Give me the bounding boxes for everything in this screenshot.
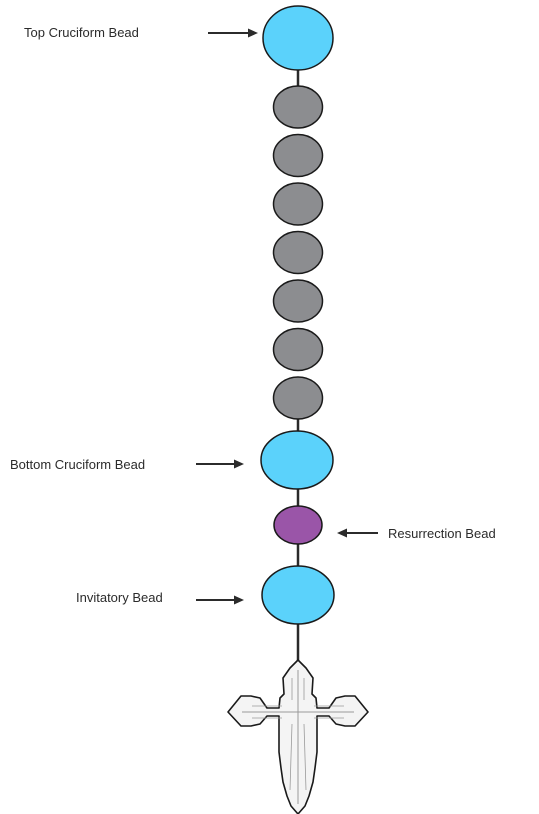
- bottom-cruciform-bead: [260, 430, 334, 490]
- top-cruciform-bead: [262, 5, 334, 71]
- week-bead: [272, 279, 324, 323]
- bottom-cruciform-bead-label: Bottom Cruciform Bead: [10, 457, 146, 472]
- resurrection-bead: [273, 505, 323, 545]
- arrow-top-cruciform: [208, 28, 258, 38]
- week-bead: [272, 133, 324, 178]
- arrow-resurrection: [337, 528, 378, 538]
- arrow-bottom-cruciform: [196, 459, 244, 469]
- arrow-invitatory: [196, 595, 244, 605]
- week-bead: [272, 230, 324, 275]
- week-bead: [272, 85, 324, 129]
- top-cruciform-bead-label: Top Cruciform Bead: [24, 25, 139, 40]
- invitatory-bead-label: Invitatory Bead: [76, 590, 163, 605]
- week-bead: [272, 327, 324, 372]
- resurrection-bead-label: Resurrection Bead: [388, 526, 496, 541]
- week-bead: [272, 376, 324, 420]
- week-bead: [272, 182, 324, 226]
- invitatory-bead: [261, 565, 335, 625]
- week-beads-group: [272, 85, 324, 420]
- cross-icon: [227, 659, 369, 814]
